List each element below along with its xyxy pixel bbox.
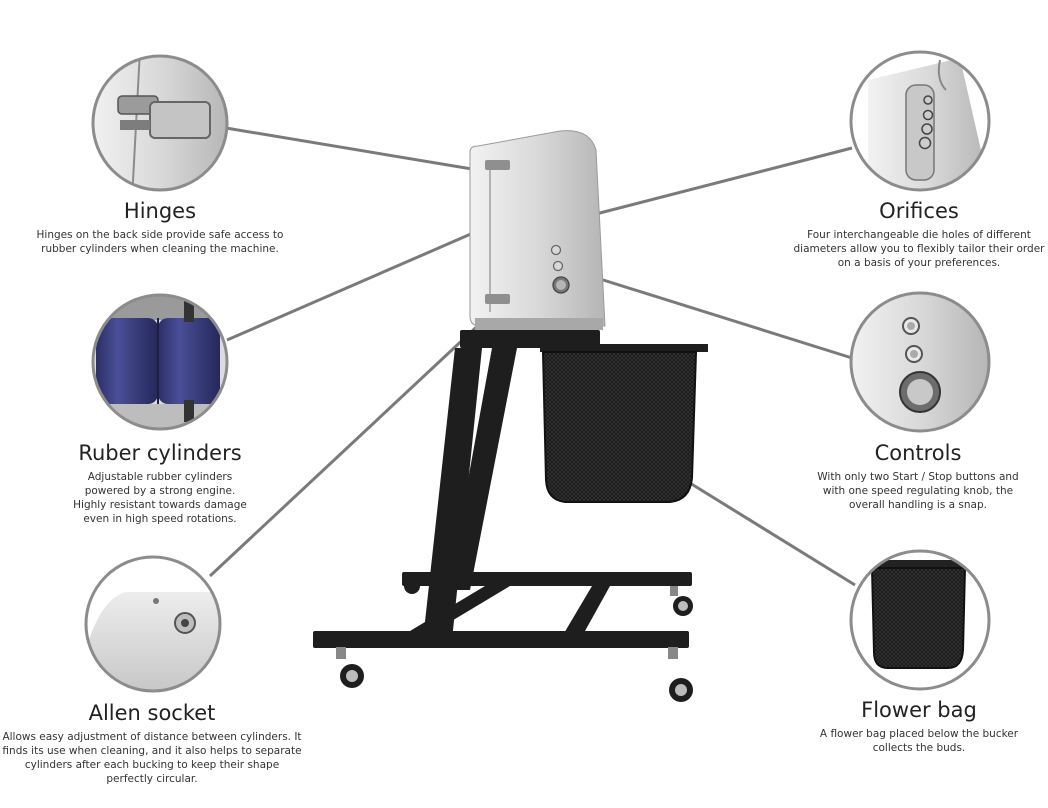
feature-title-rubber: Ruber cylinders — [78, 441, 242, 465]
control-buttons-icon — [851, 293, 989, 431]
feature-title-allen: Allen socket — [88, 701, 216, 725]
feature-title-controls: Controls — [874, 441, 962, 465]
feature-desc-hinges: Hinges on the back side provide safe acc… — [20, 228, 300, 256]
detail-orifices — [849, 50, 991, 192]
feature-title-hinges: Hinges — [123, 199, 197, 223]
wheel-front-right — [668, 647, 693, 702]
desc-line: Four interchangeable die holes of differ… — [807, 229, 1031, 241]
leader-bag — [684, 478, 856, 587]
desc-line: rubber cylinders when cleaning the machi… — [41, 243, 279, 255]
desc-line: cylinders after each bucking to keep the… — [24, 759, 280, 771]
detail-rubber — [91, 293, 229, 431]
wheel-back-left — [404, 578, 420, 594]
feature-desc-allen: Allows easy adjustment of distance betwe… — [2, 730, 302, 786]
feature-hinges: Hinges Hinges on the back side provide s… — [20, 198, 300, 256]
feature-allen-socket: Allen socket Allows easy adjustment of d… — [2, 700, 302, 786]
detail-bag — [849, 549, 991, 691]
orifice-icon — [868, 58, 989, 190]
leader-hinges — [225, 126, 491, 174]
feature-desc-controls: With only two Start / Stop buttons and w… — [808, 470, 1028, 512]
feature-rubber-cylinders: Ruber cylinders Adjustable rubber cylind… — [60, 440, 260, 526]
desc-line: Hinges on the back side provide safe acc… — [36, 229, 284, 241]
leader-rubber — [226, 228, 481, 342]
desc-line: A flower bag placed below the bucker — [819, 728, 1019, 740]
detail-allen — [84, 555, 222, 693]
leader-orifices — [591, 146, 853, 217]
desc-line: perfectly circular. — [106, 773, 198, 785]
desc-line: even in high speed rotations. — [83, 513, 237, 525]
desc-line: finds its use when cleaning, and it also… — [2, 745, 302, 757]
desc-line: on a basis of your preferences. — [837, 257, 1001, 269]
feature-desc-rubber: Adjustable rubber cylinders powered by a… — [60, 470, 260, 526]
feature-title-bag: Flower bag — [861, 698, 977, 722]
feature-desc-bag: A flower bag placed below the bucker col… — [808, 727, 1030, 755]
leader-lines — [208, 126, 856, 587]
wheel-front-left — [336, 647, 364, 688]
desc-line: with one speed regulating knob, the — [822, 485, 1014, 497]
flower-bag-icon — [870, 560, 970, 669]
desc-line: overall handling is a snap. — [849, 499, 987, 511]
leader-controls — [564, 266, 853, 360]
detail-controls — [849, 291, 991, 433]
desc-line: diameters allow you to flexibly tailor t… — [793, 243, 1045, 255]
rubber-cylinder-icon — [93, 295, 227, 429]
desc-line: Highly resistant towards damage — [73, 499, 247, 511]
machine-body — [469, 130, 606, 330]
detail-hinges — [91, 54, 229, 192]
leader-allen — [208, 303, 502, 578]
feature-orifices: Orifices Four interchangeable die holes … — [788, 198, 1048, 270]
desc-line: powered by a strong engine. — [84, 485, 236, 497]
desc-line: collects the buds. — [872, 742, 966, 754]
allen-socket-icon — [86, 592, 220, 691]
wheel-back-right — [670, 586, 693, 616]
wheels — [336, 578, 693, 702]
feature-controls: Controls With only two Start / Stop butt… — [808, 440, 1028, 512]
machine-stand — [313, 330, 708, 648]
desc-line: With only two Start / Stop buttons and — [817, 471, 1019, 483]
desc-line: Adjustable rubber cylinders — [87, 471, 233, 483]
desc-line: Allows easy adjustment of distance betwe… — [2, 731, 302, 743]
feature-flower-bag: Flower bag A flower bag placed below the… — [808, 697, 1030, 755]
feature-desc-orifices: Four interchangeable die holes of differ… — [788, 228, 1048, 270]
hinge-icon — [93, 56, 227, 190]
feature-title-orifices: Orifices — [879, 199, 959, 223]
flower-bag — [541, 351, 698, 503]
